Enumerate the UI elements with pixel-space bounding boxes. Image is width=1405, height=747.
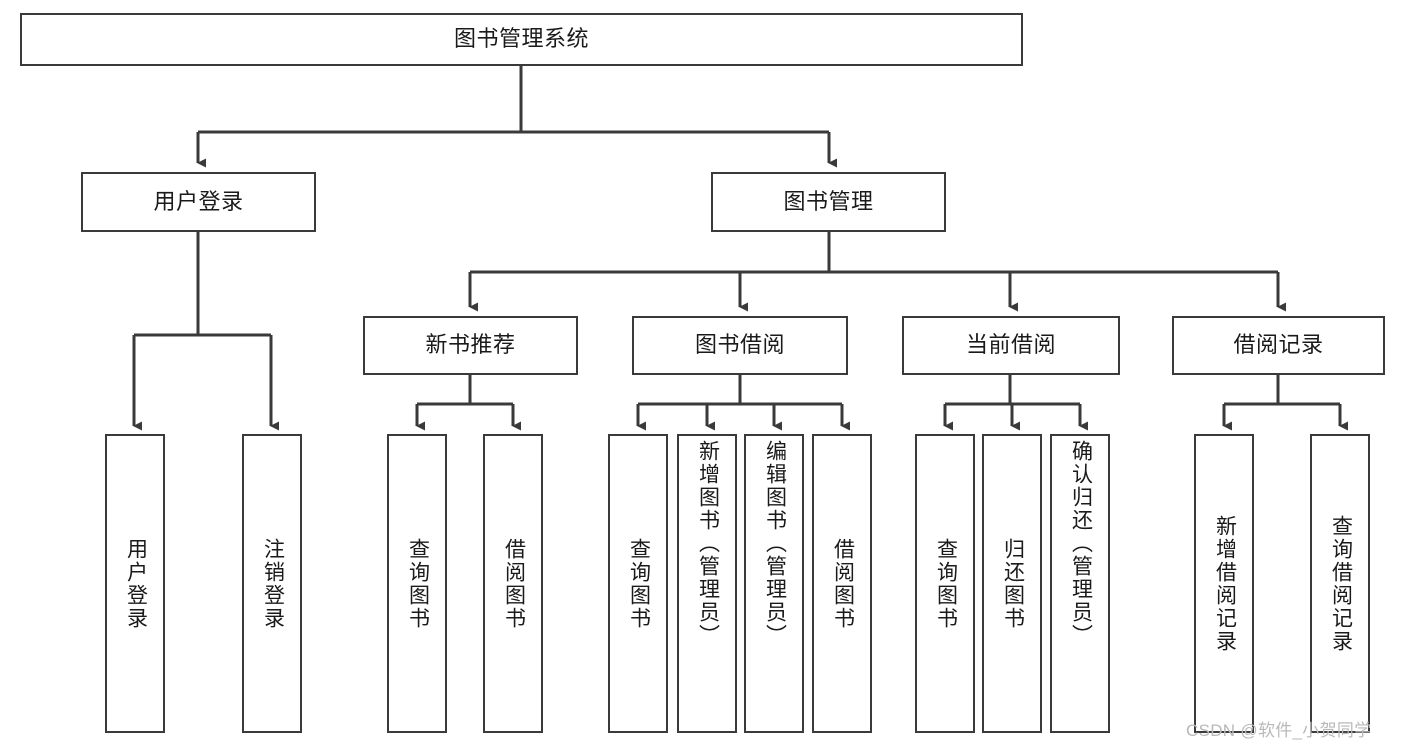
node-leaf-borrow-book-1-label: 借阅图书 <box>502 537 526 630</box>
node-leaf-edit-book-label: 编辑图书（管理员） <box>763 440 787 647</box>
node-leaf-user-login[interactable]: 用户登录 <box>105 434 165 733</box>
node-leaf-borrow-book-2[interactable]: 借阅图书 <box>812 434 872 733</box>
node-leaf-query-book-2[interactable]: 查询图书 <box>608 434 668 733</box>
node-leaf-query-book-1[interactable]: 查询图书 <box>387 434 447 733</box>
node-book-borrow[interactable]: 图书借阅 <box>632 316 848 375</box>
node-leaf-borrow-book-1[interactable]: 借阅图书 <box>483 434 543 733</box>
node-root-label: 图书管理系统 <box>453 26 589 52</box>
node-leaf-user-logout[interactable]: 注销登录 <box>242 434 302 733</box>
node-borrow-record[interactable]: 借阅记录 <box>1172 316 1385 375</box>
node-leaf-query-book-3[interactable]: 查询图书 <box>915 434 975 733</box>
node-new-book-recommend-label: 新书推荐 <box>425 332 516 358</box>
csdn-watermark: CSDN @软件_小贺同学 <box>1186 721 1372 740</box>
node-leaf-query-book-2-label: 查询图书 <box>627 537 651 630</box>
node-leaf-confirm-return-label: 确认归还（管理员） <box>1069 440 1093 647</box>
node-leaf-query-book-1-label: 查询图书 <box>406 537 430 630</box>
node-leaf-return-book-label: 归还图书 <box>1001 537 1025 630</box>
node-current-borrow[interactable]: 当前借阅 <box>902 316 1120 375</box>
node-leaf-add-book-label: 新增图书（管理员） <box>696 440 720 647</box>
node-leaf-query-book-3-label: 查询图书 <box>934 537 958 630</box>
node-book-manage-label: 图书管理 <box>783 188 874 214</box>
node-leaf-user-logout-label: 注销登录 <box>261 537 285 630</box>
node-leaf-return-book[interactable]: 归还图书 <box>982 434 1042 733</box>
node-leaf-query-record-label: 查询借阅记录 <box>1329 514 1353 653</box>
node-leaf-edit-book[interactable]: 编辑图书（管理员） <box>744 434 804 733</box>
node-book-borrow-label: 图书借阅 <box>694 332 785 358</box>
node-root[interactable]: 图书管理系统 <box>20 13 1023 66</box>
node-leaf-add-record-label: 新增借阅记录 <box>1213 514 1237 653</box>
node-leaf-confirm-return[interactable]: 确认归还（管理员） <box>1050 434 1110 733</box>
node-leaf-user-login-label: 用户登录 <box>124 537 148 630</box>
node-book-manage[interactable]: 图书管理 <box>711 172 946 232</box>
node-borrow-record-label: 借阅记录 <box>1233 332 1324 358</box>
node-leaf-add-record[interactable]: 新增借阅记录 <box>1194 434 1254 733</box>
node-leaf-add-book[interactable]: 新增图书（管理员） <box>677 434 737 733</box>
node-current-borrow-label: 当前借阅 <box>965 332 1056 358</box>
node-leaf-query-record[interactable]: 查询借阅记录 <box>1310 434 1370 733</box>
node-user-login[interactable]: 用户登录 <box>81 172 316 232</box>
node-new-book-recommend[interactable]: 新书推荐 <box>363 316 578 375</box>
node-leaf-borrow-book-2-label: 借阅图书 <box>831 537 855 630</box>
node-user-login-label: 用户登录 <box>153 188 244 214</box>
